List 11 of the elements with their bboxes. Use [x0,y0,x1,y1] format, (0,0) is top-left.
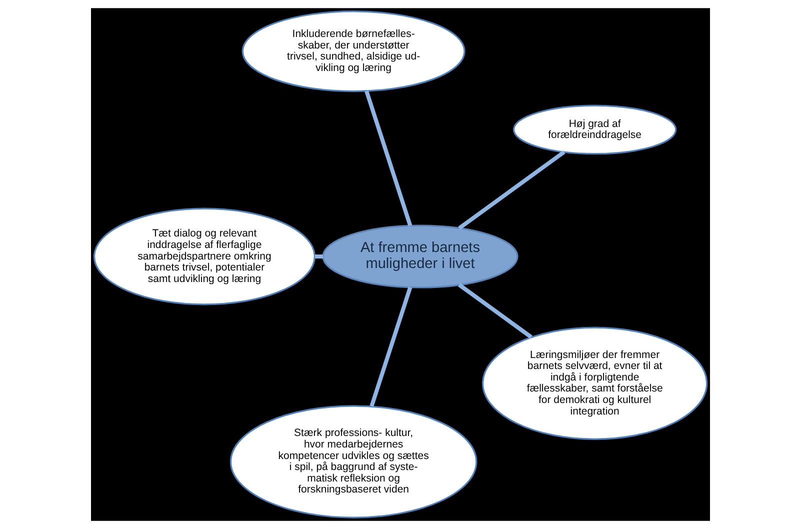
connector [314,254,323,259]
connector [458,150,565,230]
node-ellipse: Høj grad af forældreinddragelse [512,104,676,155]
node-ellipse: Læringsmiljøer der fremmer barnets selvværd, evner til at indgå i forpligtende fællesskaber, samt forståelse for demokrati og kulturel integration [481,326,708,440]
node-ellipse: At fremme barnets muligheder i livet [322,224,518,288]
connector [458,283,532,339]
node-ellipse: Stærk professions- kultur, hvor medarbejdernes kompetencer udvikles og sættes i spil, på baggrund af syste- matisk refleksion og forskningsbaseret viden [229,405,477,518]
node-ellipse: Inkluderende børnefælles- skaber, der understøtter trivsel, sundhed, alsidige ud- vikling og læring [241,10,465,92]
connector [369,286,412,407]
connector [364,90,412,226]
node-ellipse: Tæt dialog og relevant inddragelse af flerfaglige samarbejdspartnere omkring barnets trivsel, potentialer samt udvikling og læring [92,208,315,306]
